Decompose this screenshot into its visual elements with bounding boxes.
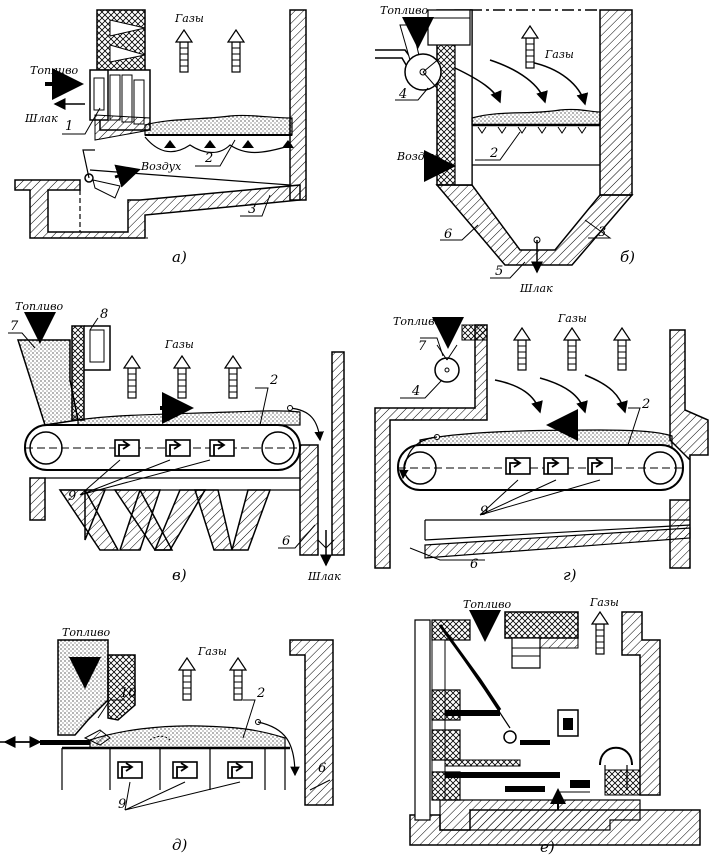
panel-a-num-1: 1 <box>65 119 73 134</box>
panel-g-num-7: 7 <box>418 339 427 354</box>
panel-v-fuel-bed <box>77 410 301 426</box>
panel-e-fuel-label: Топливо <box>463 598 512 611</box>
panel-b-right-wall <box>599 9 633 196</box>
panel-d-hopper <box>57 639 109 736</box>
panel-g: Топливо Газы 7 4 2 9 6 г) <box>374 312 709 584</box>
panel-v-num-9: 9 <box>68 489 76 504</box>
panel-b-num-6: 6 <box>444 227 452 242</box>
panel-g-num-9: 9 <box>480 504 488 519</box>
panel-a-gas-arrow-2 <box>227 29 245 73</box>
panel-b-caption: б) <box>620 248 635 266</box>
panel-b-slag-label: Шлак <box>519 282 553 295</box>
panel-a-num-3: 3 <box>248 202 256 217</box>
panel-a-caption: а) <box>172 248 187 266</box>
panel-g-num-4: 4 <box>411 384 420 399</box>
panel-g-right-wall <box>669 329 709 569</box>
panel-d-num-9: 9 <box>118 797 126 812</box>
panel-b-num-2: 2 <box>489 146 498 161</box>
panel-v-hopper <box>16 339 79 426</box>
panel-d-num-10: 10 <box>120 686 137 701</box>
panel-d-caption: д) <box>172 836 188 854</box>
panel-d-gases-label: Газы <box>197 645 227 658</box>
panel-d-num-2: 2 <box>256 686 265 701</box>
panel-v-num-7: 7 <box>10 319 19 334</box>
panel-b-air-label: Воздух <box>396 150 438 163</box>
panel-d-right-wall <box>289 639 334 806</box>
panel-b-num-3: 3 <box>598 225 606 240</box>
panel-v-num-8: 8 <box>100 307 108 322</box>
panel-v-num-6: 6 <box>282 534 290 549</box>
panel-g-num-6: 6 <box>470 557 478 572</box>
panel-a-fuel-label: Топливо <box>30 64 79 77</box>
panel-v-gases-label: Газы <box>164 338 194 351</box>
panel-v-num-2: 2 <box>269 373 278 388</box>
panel-d-num-6: 6 <box>318 761 326 776</box>
panel-v-slag-label: Шлак <box>307 570 341 583</box>
panel-b-gas-arrow <box>521 25 539 69</box>
panel-g-left-wall <box>374 324 488 569</box>
panel-a-air-label: Воздух <box>140 160 182 173</box>
panel-d: Топливо Газы 10 2 9 6 д) <box>0 626 334 854</box>
panel-v-caption: в) <box>172 566 187 584</box>
panel-g-caption: г) <box>563 566 577 584</box>
panel-a-gases-label: Газы <box>174 12 204 25</box>
panel-a-slag-label: Шлак <box>24 112 58 125</box>
panel-b-fuel-label: Топливо <box>380 4 429 17</box>
panel-g-num-2: 2 <box>641 397 650 412</box>
panel-a-right-wall <box>289 9 307 201</box>
panel-b-num-5: 5 <box>495 264 503 279</box>
panel-d-fuel-label: Топливо <box>62 626 111 639</box>
panel-b-hopper <box>435 184 634 266</box>
panel-b-num-4: 4 <box>398 87 407 102</box>
panel-a: Газы Топливо Шлак Воздух 1 2 3 а) <box>14 9 307 266</box>
panel-a-fuel-bed <box>144 114 293 136</box>
panel-g-fuel-label: Топливо <box>393 315 442 328</box>
panel-e: Топливо Газы е) <box>409 596 701 856</box>
panel-a-foundation <box>14 179 301 239</box>
panel-e-gases-label: Газы <box>589 596 619 609</box>
panel-a-gas-arrow-1 <box>175 29 193 73</box>
panel-b-fuel-bed <box>471 108 601 126</box>
panel-v: Топливо Газы Шлак 7 8 2 9 6 в) <box>8 300 345 584</box>
panel-d-fuel-bed <box>89 725 286 749</box>
panel-v-fuel-label: Топливо <box>15 300 64 313</box>
panel-e-right-wall <box>621 611 661 796</box>
panel-e-caption: е) <box>540 838 555 856</box>
panel-g-gases-label: Газы <box>557 312 587 325</box>
panel-b-gases-label: Газы <box>544 48 574 61</box>
panel-a-num-2: 2 <box>204 151 213 166</box>
panel-b: Топливо Газы Воздух Шлак 4 2 3 6 5 б) <box>375 4 635 295</box>
